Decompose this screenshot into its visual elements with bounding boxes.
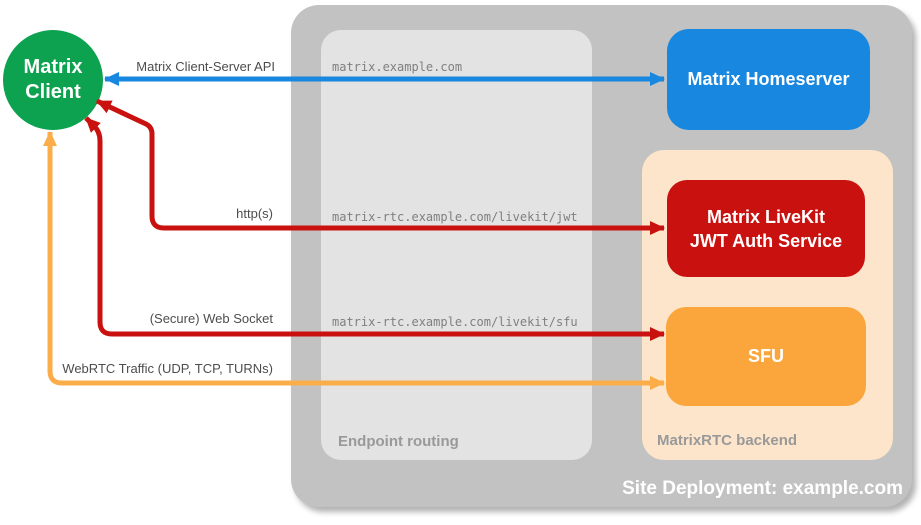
homeserver-endpoint-url: matrix.example.com (332, 60, 463, 74)
jwt-auth-label-line2: JWT Auth Service (689, 230, 843, 251)
site-deployment-label: Site Deployment: example.com (622, 478, 903, 499)
webrtc-traffic-edge-label: WebRTC Traffic (UDP, TCP, TURNs) (62, 361, 273, 376)
matrixrtc-backend-label: MatrixRTC backend (657, 432, 798, 449)
endpoint-routing-label: Endpoint routing (338, 433, 459, 450)
matrix-client-label-line1: Matrix (23, 56, 83, 78)
matrix-homeserver-node: Matrix Homeserver (667, 29, 870, 130)
matrix-client-node: Matrix Client (3, 30, 103, 130)
cs-api-edge-label: Matrix Client-Server API (136, 59, 275, 74)
matrix-homeserver-label: Matrix Homeserver (687, 69, 850, 89)
web-socket-edge-label: (Secure) Web Socket (149, 311, 273, 326)
matrix-client-label-line2: Client (25, 81, 81, 103)
https-edge-label: http(s) (236, 206, 273, 221)
jwt-endpoint-url: matrix-rtc.example.com/livekit/jwt (332, 210, 578, 224)
jwt-auth-label-line1: Matrix LiveKit (706, 206, 826, 227)
endpoint-routing-zone: Endpoint routing (321, 30, 592, 460)
sfu-endpoint-url: matrix-rtc.example.com/livekit/sfu (332, 315, 578, 329)
sfu-label: SFU (748, 346, 784, 366)
livekit-jwt-auth-node: Matrix LiveKit JWT Auth Service (667, 180, 865, 277)
sfu-node: SFU (666, 307, 866, 406)
